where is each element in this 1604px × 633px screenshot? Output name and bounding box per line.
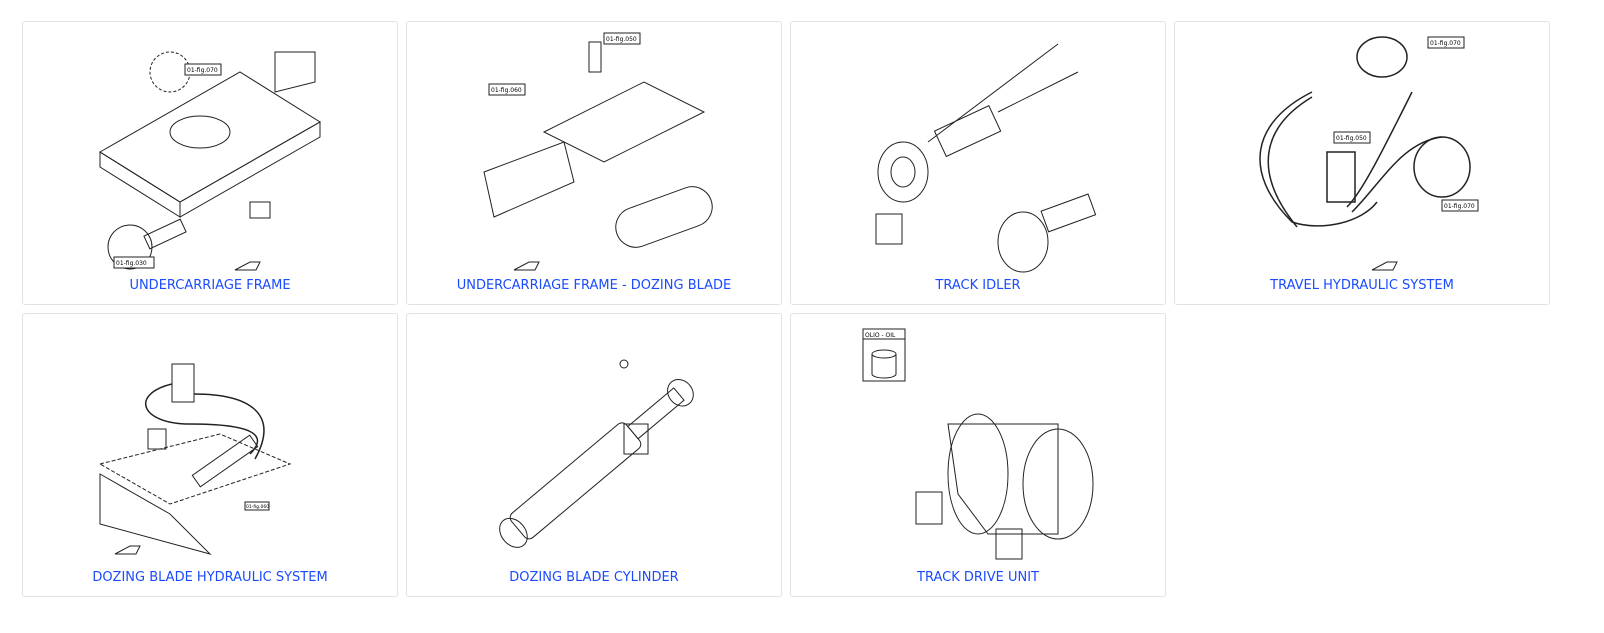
dozing-blade-hydraulic-diagram[interactable]: 01-fig.060	[90, 324, 330, 566]
catalog-card-dozing-blade-cylinder[interactable]: DOZING BLADE CYLINDER	[406, 313, 782, 597]
figure-ref: 01-fig.070	[187, 67, 218, 74]
catalog-card-undercarriage-frame-dozing-blade[interactable]: 01-fig.050 01-fig.060 UNDERCARRIAGE FRAM…	[406, 21, 782, 305]
parts-catalog-grid: 01-fig.030 01-fig.070 UNDERCARRIAGE FRAM…	[22, 21, 1550, 597]
oil-label: OLIO - OIL	[865, 332, 896, 339]
card-title-link[interactable]: TRACK IDLER	[935, 278, 1021, 293]
catalog-card-track-drive-unit[interactable]: OLIO - OIL TRACK DRIVE UNIT	[790, 313, 1166, 597]
card-title-link[interactable]: TRACK DRIVE UNIT	[917, 570, 1039, 585]
catalog-card-track-idler[interactable]: TRACK IDLER	[790, 21, 1166, 305]
track-drive-unit-diagram[interactable]: OLIO - OIL	[858, 324, 1098, 566]
figure-ref: 01-fig.060	[246, 504, 269, 510]
figure-ref: 01-fig.070	[1430, 40, 1461, 47]
card-title-link[interactable]: DOZING BLADE HYDRAULIC SYSTEM	[92, 570, 328, 585]
catalog-card-undercarriage-frame[interactable]: 01-fig.030 01-fig.070 UNDERCARRIAGE FRAM…	[22, 21, 398, 305]
figure-ref: 01-fig.060	[491, 87, 522, 94]
dozing-blade-cylinder-diagram[interactable]	[474, 324, 714, 566]
card-title-link[interactable]: TRAVEL HYDRAULIC SYSTEM	[1270, 278, 1454, 293]
undercarriage-frame-diagram[interactable]: 01-fig.030 01-fig.070	[90, 32, 330, 274]
card-title-link[interactable]: DOZING BLADE CYLINDER	[509, 570, 679, 585]
dozing-blade-frame-diagram[interactable]: 01-fig.050 01-fig.060	[474, 32, 714, 274]
travel-hydraulic-diagram[interactable]: 01-fig.070 01-fig.050 01-fig.070	[1242, 32, 1482, 274]
card-title-link[interactable]: UNDERCARRIAGE FRAME	[129, 278, 291, 293]
figure-ref: 01-fig.050	[1336, 135, 1367, 142]
catalog-card-travel-hydraulic-system[interactable]: 01-fig.070 01-fig.050 01-fig.070 TRAVEL …	[1174, 21, 1550, 305]
figure-ref: 01-fig.070	[1444, 203, 1475, 210]
figure-ref: 01-fig.030	[116, 260, 147, 267]
track-idler-diagram[interactable]	[858, 32, 1098, 274]
card-title-link[interactable]: UNDERCARRIAGE FRAME - DOZING BLADE	[456, 278, 732, 293]
catalog-card-dozing-blade-hydraulic-system[interactable]: 01-fig.060 DOZING BLADE HYDRAULIC SYSTEM	[22, 313, 398, 597]
figure-ref: 01-fig.050	[606, 36, 637, 43]
